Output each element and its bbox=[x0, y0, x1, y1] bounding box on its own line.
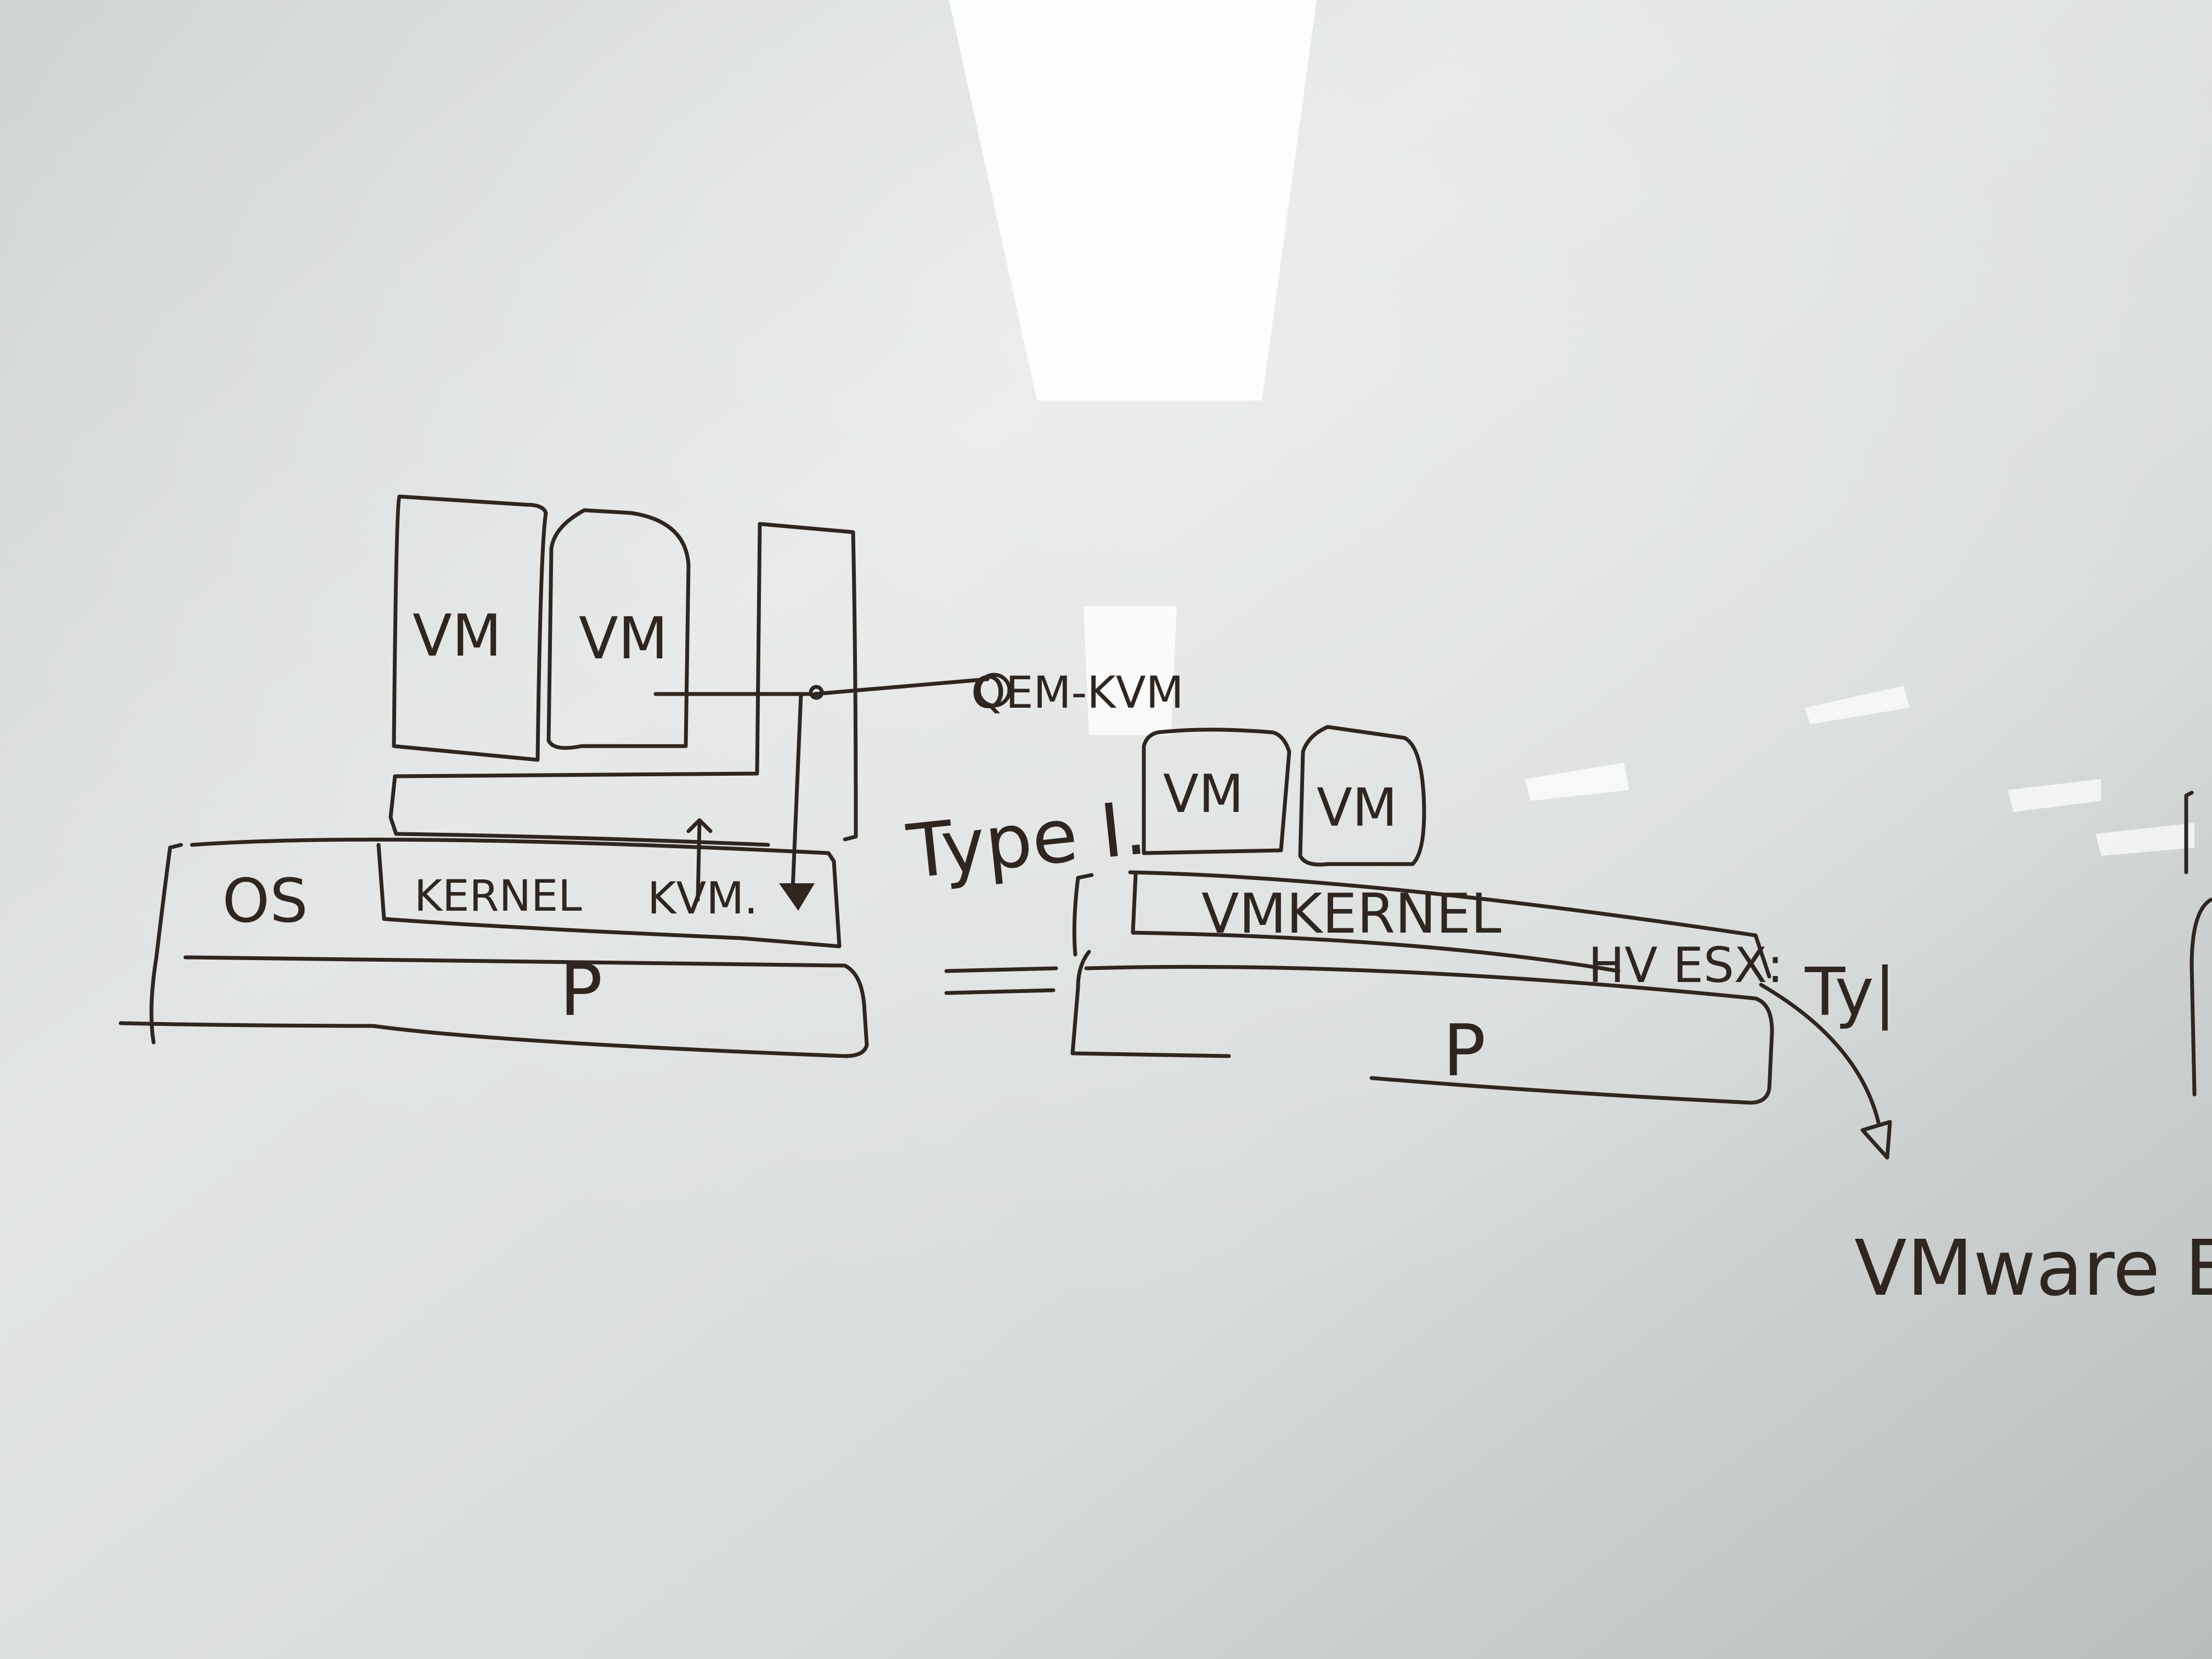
right-kernel-bracket bbox=[1072, 873, 1094, 957]
left-kernel-label: KERNEL bbox=[414, 872, 582, 921]
left-host-box bbox=[758, 522, 858, 842]
left-kvm-arrow bbox=[686, 818, 713, 902]
equals-sign-strokes bbox=[944, 966, 1058, 995]
right-arrowhead bbox=[1860, 1120, 1892, 1160]
right-vm-label-1: VM bbox=[1163, 764, 1244, 825]
edge-bracket-1 bbox=[2184, 791, 2194, 874]
left-hardware-layer bbox=[119, 955, 869, 1058]
left-kvm-label: KVM. bbox=[647, 873, 758, 924]
left-vm-box-2 bbox=[546, 508, 691, 750]
right-hardware-layer bbox=[1070, 950, 1774, 1105]
light-reflection-streak-1 bbox=[1525, 763, 1629, 801]
left-vm-box-1 bbox=[392, 494, 548, 762]
right-vm-label-2: VM bbox=[1317, 778, 1397, 838]
left-vm-label-2: VM bbox=[579, 605, 668, 672]
left-kvm-line bbox=[791, 692, 803, 891]
right-kernel-label: VMKERNEL bbox=[1201, 882, 1502, 946]
right-hypervisor-label: HV ESX: bbox=[1588, 937, 1784, 994]
light-reflection-large bbox=[949, 0, 1317, 400]
left-hardware-label: P bbox=[560, 949, 602, 1032]
light-reflection-streak-2 bbox=[1805, 686, 1909, 724]
left-callout-label: QEM-KVM bbox=[971, 667, 1184, 718]
left-junction-dot bbox=[809, 685, 824, 700]
light-reflection-streak-4 bbox=[2096, 823, 2194, 856]
edge-bracket-2 bbox=[2190, 898, 2212, 1097]
right-hardware-label: P bbox=[1443, 1009, 1486, 1092]
left-os-label: OS bbox=[222, 866, 308, 936]
left-os-bracket bbox=[149, 843, 183, 1045]
left-host-os-outline bbox=[388, 522, 770, 847]
left-callout-bullet bbox=[977, 673, 1012, 708]
right-diagram: VM VM VMKERNEL HV ESX: Ty| P VMware ES bbox=[1070, 725, 2212, 1313]
light-reflection-streak-3 bbox=[2008, 779, 2101, 812]
left-kernel-layer bbox=[190, 837, 842, 949]
left-connector-line bbox=[653, 677, 990, 696]
right-arrow-curve bbox=[1759, 983, 1881, 1127]
right-kernel-layer bbox=[1128, 870, 1771, 979]
right-type-label: Ty| bbox=[1804, 955, 1896, 1031]
left-vm-label-1: VM bbox=[413, 602, 501, 669]
right-vm-box-1 bbox=[1142, 727, 1291, 855]
right-arrow-target-label: VMware ES bbox=[1854, 1224, 2212, 1313]
left-kvm-arrowhead bbox=[779, 883, 815, 911]
right-vm-box-2 bbox=[1298, 725, 1426, 867]
light-reflection-small bbox=[1084, 606, 1177, 735]
left-diagram: VM VM OS KERNEL KVM. P QEM-KVM Type I. bbox=[119, 494, 1184, 1058]
